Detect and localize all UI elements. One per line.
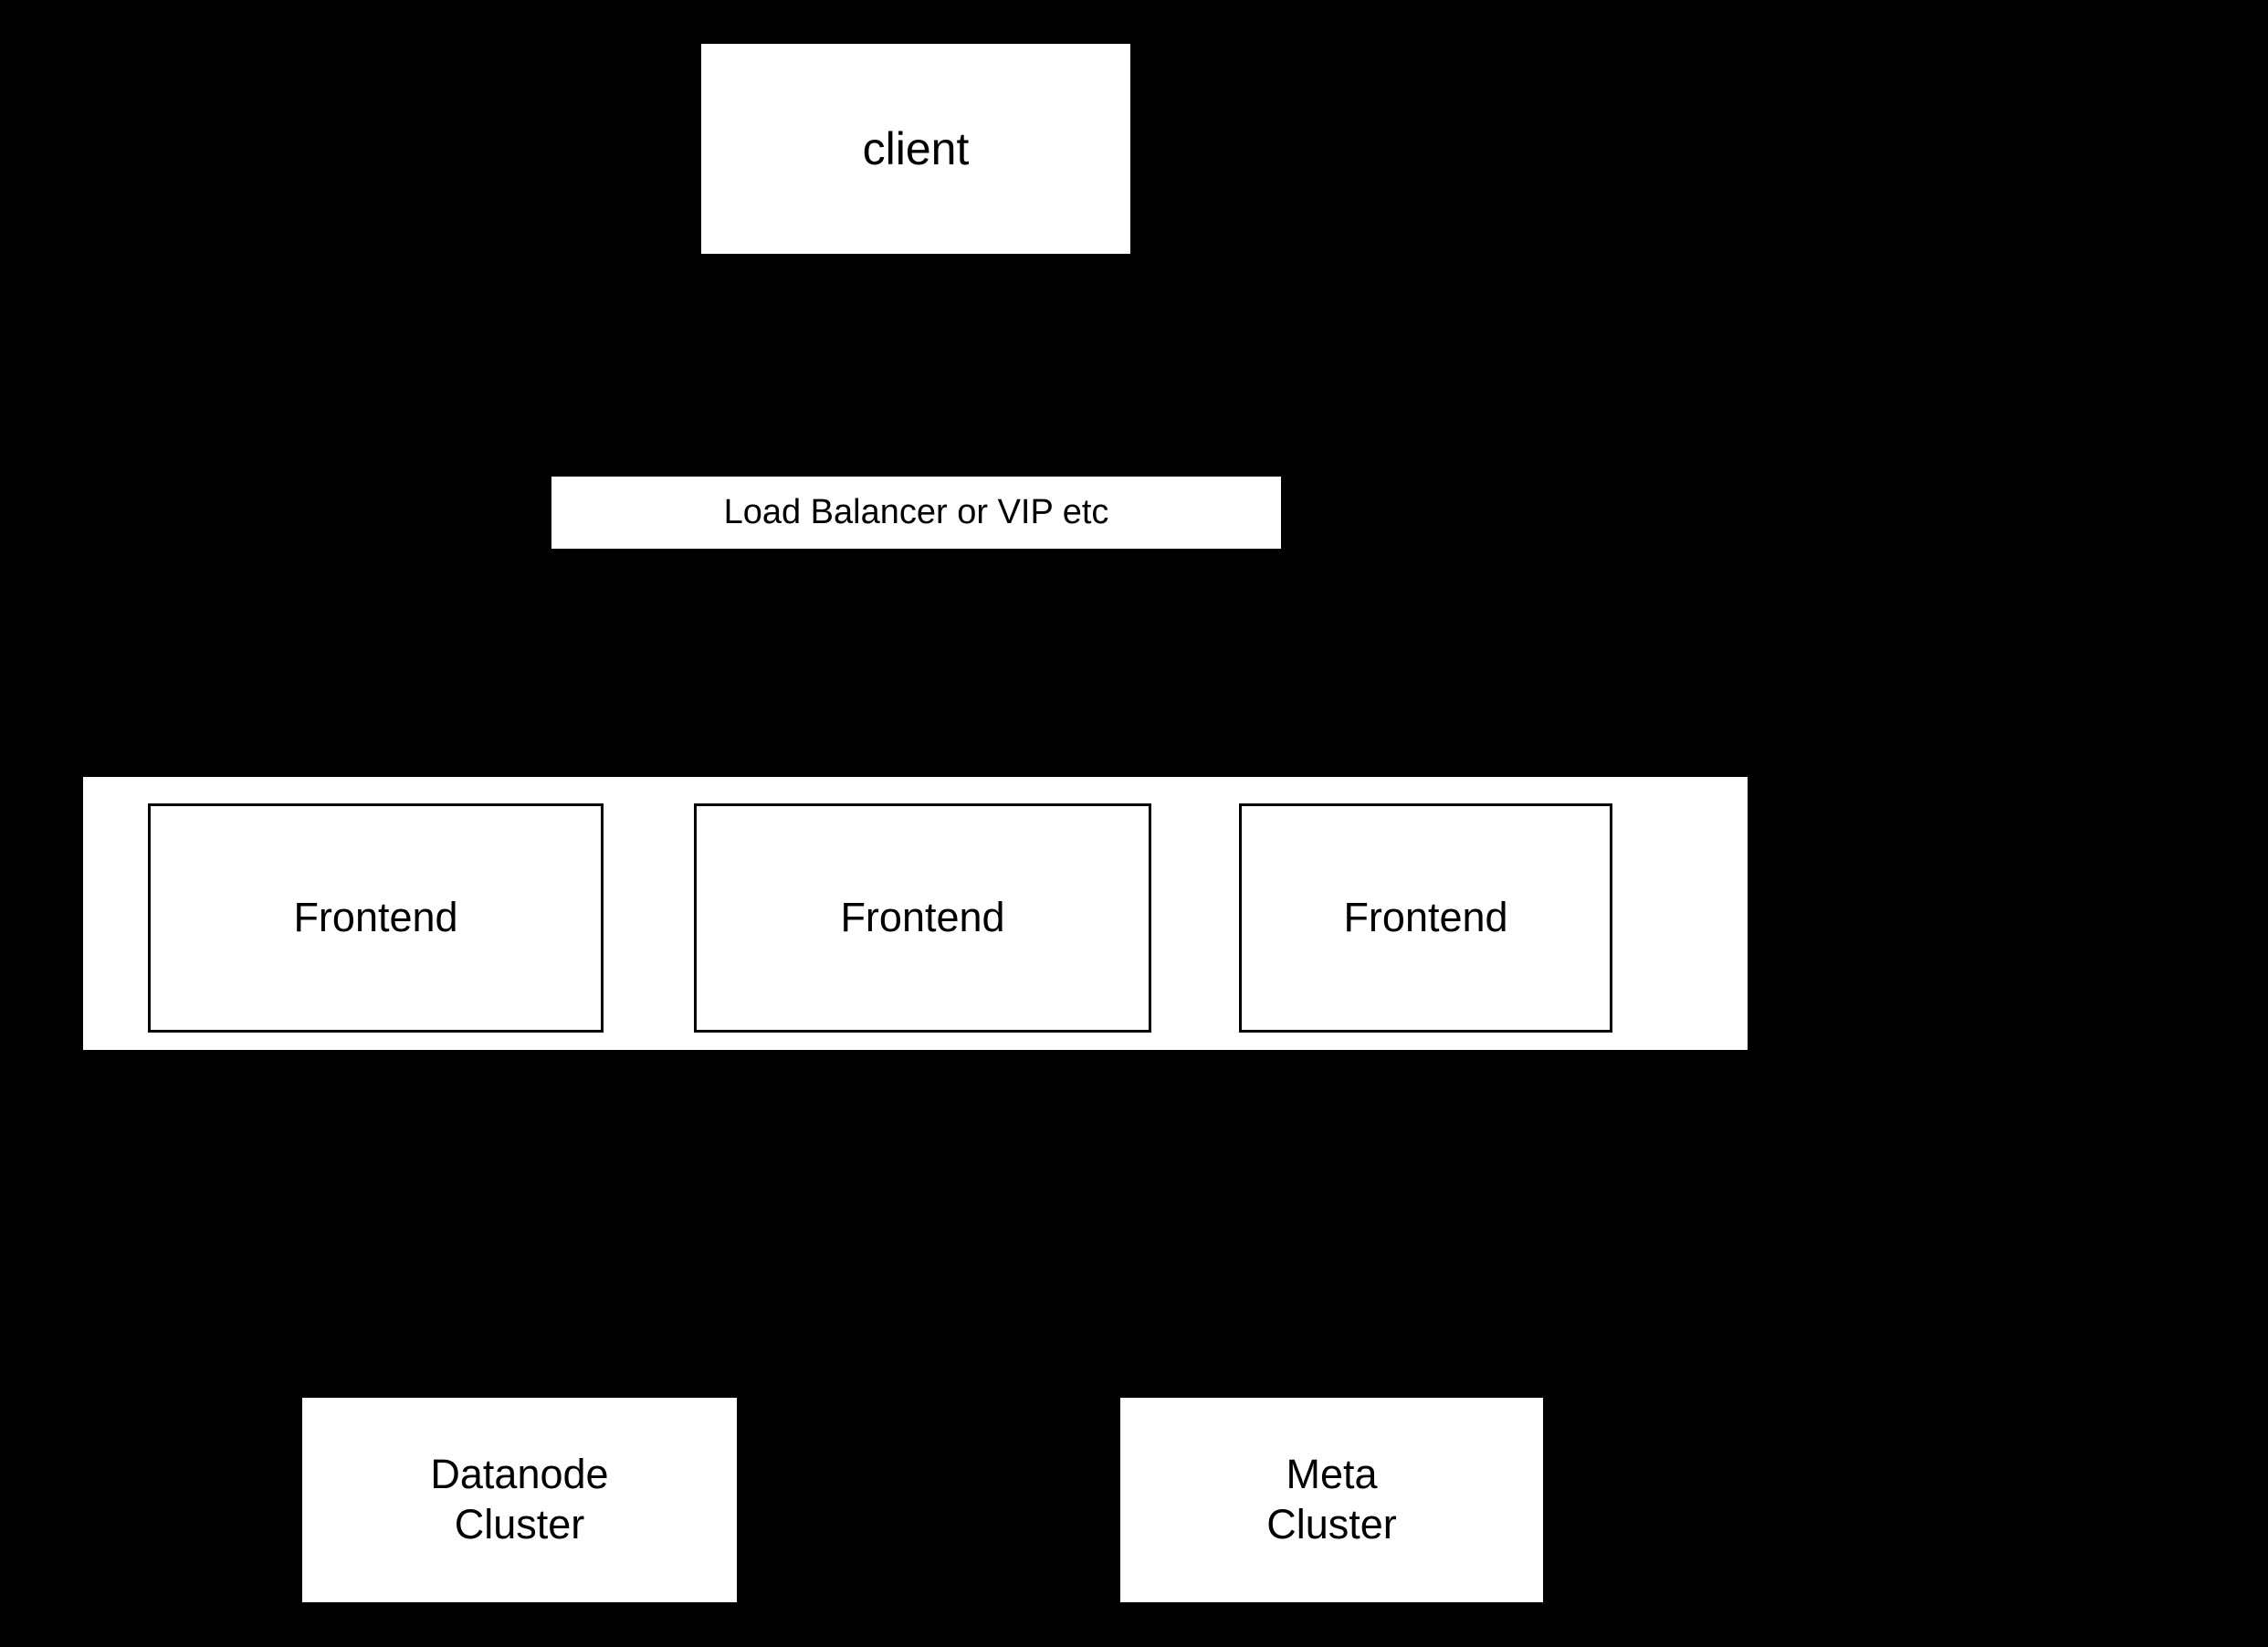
node-client-label: client — [862, 122, 970, 174]
node-datanode-cluster-label: Datanode Cluster — [430, 1451, 609, 1547]
node-load-balancer-label: Load Balancer or VIP etc — [723, 493, 1109, 532]
node-frontend-3-label: Frontend — [1343, 894, 1508, 941]
node-datanode-cluster[interactable]: Datanode Cluster — [294, 1390, 745, 1610]
node-frontend-1[interactable]: Frontend — [148, 803, 604, 1033]
node-client[interactable]: client — [698, 41, 1133, 257]
node-meta-cluster[interactable]: Meta Cluster — [1112, 1390, 1551, 1610]
node-load-balancer[interactable]: Load Balancer or VIP etc — [551, 477, 1281, 549]
node-frontend-2[interactable]: Frontend — [694, 803, 1151, 1033]
node-meta-cluster-label: Meta Cluster — [1266, 1451, 1397, 1547]
node-frontend-2-label: Frontend — [840, 894, 1005, 941]
node-frontend-3[interactable]: Frontend — [1239, 803, 1612, 1033]
node-frontend-1-label: Frontend — [293, 894, 458, 941]
